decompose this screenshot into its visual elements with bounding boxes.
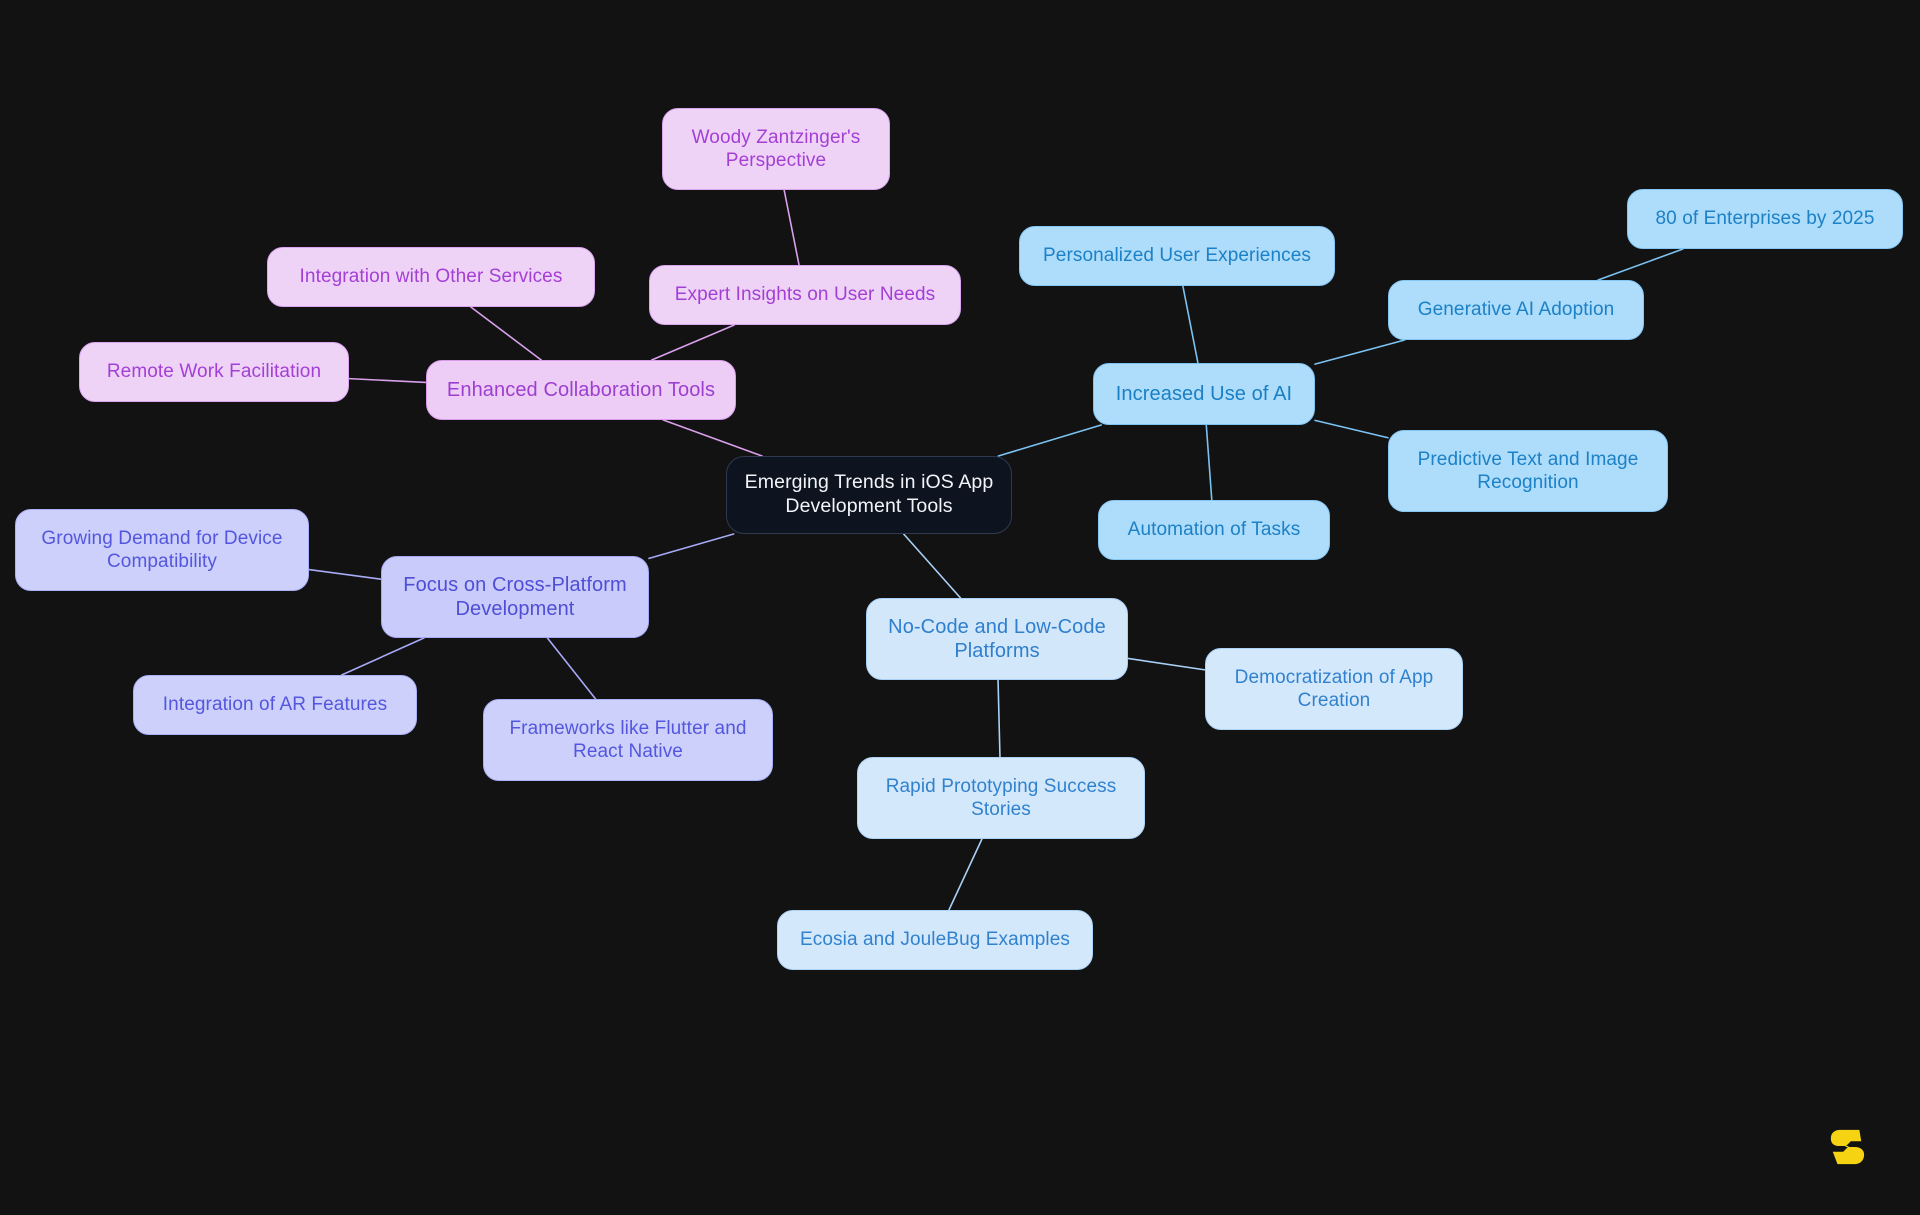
mindmap-node-prototyping[interactable]: Rapid Prototyping Success Stories [857, 757, 1145, 839]
mindmap-edge-root-to-ai [997, 424, 1102, 457]
mindmap-node-ai[interactable]: Increased Use of AI [1093, 363, 1315, 425]
mindmap-edge-ai-to-automation [1205, 424, 1213, 501]
mindmap-edge-ai-to-predictive [1314, 419, 1389, 439]
mindmap-node-collab[interactable]: Enhanced Collaboration Tools [426, 360, 736, 420]
mindmap-node-predictive[interactable]: Predictive Text and Image Recognition [1388, 430, 1668, 512]
mindmap-edge-root-to-collab [662, 419, 763, 457]
mindmap-edge-crossplat-to-arfeatures [340, 637, 425, 676]
mindmap-node-woody[interactable]: Woody Zantzinger's Perspective [662, 108, 890, 190]
mindmap-node-frameworks[interactable]: Frameworks like Flutter and React Native [483, 699, 773, 781]
mindmap-node-automation[interactable]: Automation of Tasks [1098, 500, 1330, 560]
mindmap-node-personalized[interactable]: Personalized User Experiences [1019, 226, 1335, 286]
mindmap-edge-ai-to-generative [1314, 339, 1406, 365]
mindmap-edge-nocode-to-democrat [1127, 657, 1206, 671]
mindmap-edge-generative-to-enterprises [1597, 248, 1684, 281]
mindmap-edge-prototyping-to-ecosia [948, 838, 983, 911]
mindmap-node-expert[interactable]: Expert Insights on User Needs [649, 265, 961, 325]
mindmap-node-nocode[interactable]: No-Code and Low-Code Platforms [866, 598, 1128, 680]
mindmap-edge-ai-to-personalized [1182, 285, 1199, 364]
mindmap-node-integration[interactable]: Integration with Other Services [267, 247, 595, 307]
mindmap-edge-collab-to-remote [348, 377, 427, 384]
mindmap-node-generative[interactable]: Generative AI Adoption [1388, 280, 1644, 340]
mindmap-edge-root-to-nocode [902, 533, 962, 599]
mindmap-edge-expert-to-woody [783, 189, 800, 266]
mindmap-edge-root-to-crossplat [648, 533, 735, 560]
mindmap-edge-crossplat-to-frameworks [546, 637, 597, 700]
mindmap-node-ecosia[interactable]: Ecosia and JouleBug Examples [777, 910, 1093, 970]
mindmap-node-enterprises[interactable]: 80 of Enterprises by 2025 [1627, 189, 1903, 249]
mindmap-edge-collab-to-integration [470, 306, 542, 361]
mindmap-edge-collab-to-expert [650, 324, 736, 361]
mindmap-node-democrat[interactable]: Democratization of App Creation [1205, 648, 1463, 730]
brand-s-logo [1830, 1129, 1865, 1165]
mindmap-edge-crossplat-to-devicecompat [308, 568, 382, 580]
mindmap-node-arfeatures[interactable]: Integration of AR Features [133, 675, 417, 735]
mindmap-node-devicecompat[interactable]: Growing Demand for Device Compatibility [15, 509, 309, 591]
mindmap-node-crossplat[interactable]: Focus on Cross-Platform Development [381, 556, 649, 638]
mindmap-node-remote[interactable]: Remote Work Facilitation [79, 342, 349, 402]
mindmap-edge-nocode-to-prototyping [997, 679, 1001, 758]
mindmap-node-root[interactable]: Emerging Trends in iOS App Development T… [726, 456, 1012, 534]
